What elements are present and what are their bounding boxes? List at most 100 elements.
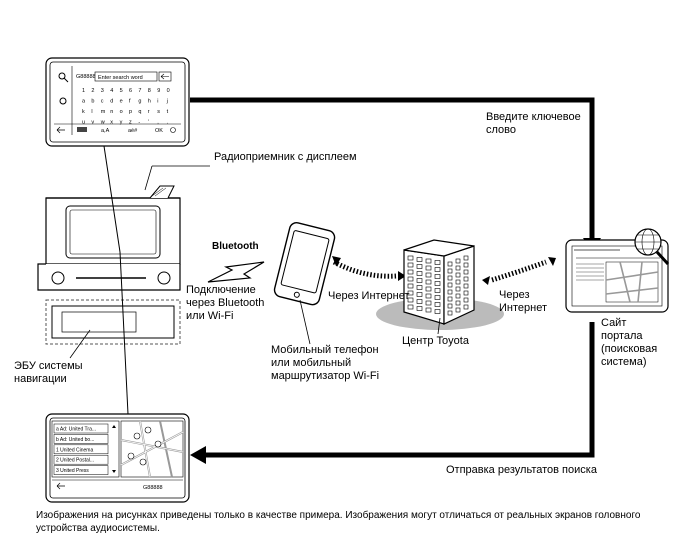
- result-row: [53, 434, 109, 444]
- building-window: [425, 286, 432, 292]
- mobile-phone: [273, 222, 336, 306]
- portal-site-label: Сайт портала (поисковая система): [601, 317, 658, 368]
- building-window: [463, 262, 469, 268]
- building-window: [416, 271, 423, 276]
- results-flow-arrowhead: [190, 446, 206, 464]
- scroll-arrow-icon: [112, 425, 116, 428]
- building-window: [407, 262, 414, 268]
- building-window: [463, 283, 469, 289]
- keyboard-key: s: [157, 109, 160, 115]
- keyboard-key: u: [82, 120, 85, 126]
- keyboard-key: v: [91, 120, 94, 126]
- keyboard-key: b: [91, 99, 94, 105]
- result-row: [53, 444, 109, 455]
- corner-icon: [170, 127, 176, 133]
- building-window: [407, 304, 414, 310]
- keyboard-key: o: [120, 109, 123, 115]
- keyboard-key: q: [138, 109, 141, 115]
- building-window: [455, 300, 461, 306]
- building-window: [407, 290, 414, 296]
- keyboard-key: 6: [129, 88, 132, 94]
- phone-wave-link: [332, 256, 406, 281]
- building-window: [434, 302, 441, 307]
- toyota-label-leader: [437, 317, 441, 335]
- footnote: Изображения на рисунках приведены только…: [36, 510, 641, 534]
- keyboard-connector: [103, 145, 121, 253]
- via-internet-right-label: Через Интернет: [499, 289, 547, 314]
- building-window: [447, 275, 453, 281]
- building-window: [434, 274, 441, 279]
- ecu-label-leader: [69, 329, 91, 359]
- building-window: [455, 272, 461, 278]
- ok-key: OK: [155, 128, 163, 134]
- space-key: [77, 127, 87, 132]
- building-window: [407, 269, 414, 275]
- left-knob: [51, 271, 65, 285]
- toyota-center-label: Центр Toyota: [402, 335, 469, 347]
- building-window: [463, 304, 469, 310]
- keyboard-key: w: [100, 120, 105, 126]
- building-window: [434, 288, 441, 293]
- building-windows: [407, 255, 469, 316]
- building-window: [425, 293, 432, 299]
- building-window: [425, 258, 432, 264]
- search-field: [94, 71, 158, 82]
- keyboard-key: g: [138, 99, 141, 105]
- settings-icon: [59, 97, 67, 105]
- keyboard-key: z: [129, 120, 132, 126]
- results-flow-line: [204, 322, 595, 458]
- building-window: [407, 297, 414, 303]
- search-results-label: Отправка результатов поиска: [446, 464, 597, 476]
- building-window: [447, 261, 453, 267]
- building-window: [463, 269, 469, 275]
- wireless-bolt-icon: [207, 261, 265, 283]
- building-window: [455, 265, 461, 271]
- building-window: [463, 276, 469, 282]
- keyboard-logo: G88888: [76, 74, 96, 80]
- keyboard-key: .: [167, 120, 169, 126]
- keyboard-key: r: [148, 109, 150, 115]
- result-item: a Ad: United Tra...: [56, 427, 96, 433]
- building-window: [416, 306, 423, 311]
- building-window: [416, 292, 423, 297]
- keyboard-key: -: [138, 120, 140, 126]
- result-row: [53, 423, 109, 434]
- keyboard-key: k: [82, 109, 85, 115]
- building-window: [434, 260, 441, 265]
- results-list: a Ad: United Tra...b Ad: United bo...1 U…: [53, 423, 116, 475]
- building-window: [434, 267, 441, 272]
- keyboard-key: l: [91, 109, 92, 115]
- building-window: [455, 293, 461, 299]
- building-window: [425, 307, 432, 313]
- building-window: [447, 303, 453, 309]
- keyboard-key: i: [157, 99, 158, 105]
- building-window: [425, 279, 432, 285]
- building-window: [416, 285, 423, 290]
- building-window: [416, 278, 423, 283]
- building-window: [425, 272, 432, 278]
- results-screen: a Ad: United Tra...b Ad: United bo...1 U…: [45, 413, 190, 503]
- keyboard-key: y: [120, 120, 123, 126]
- enter-keyword-label: Введите ключевое слово: [486, 111, 581, 136]
- via-internet-left-label: Через Интернет: [328, 290, 410, 302]
- search-icon: [58, 72, 66, 80]
- results-logo: G88888: [143, 485, 163, 491]
- keyboard-key: ,: [157, 120, 159, 126]
- result-item: 2 United Postal...: [56, 458, 94, 464]
- symbols-key: aé#: [128, 128, 138, 134]
- building-window: [455, 258, 461, 264]
- keyword-flow-line: [190, 97, 595, 240]
- building-window: [447, 296, 453, 302]
- result-row: [53, 465, 109, 475]
- building-window: [455, 279, 461, 285]
- building-window: [416, 257, 423, 262]
- mobile-device-label: Мобильный телефон или мобильный маршрути…: [271, 344, 380, 382]
- result-item: 1 United Cinema: [56, 447, 93, 453]
- building-window: [434, 295, 441, 300]
- radio-receiver-label: Радиоприемник с дисплеем: [214, 151, 357, 163]
- building-window: [407, 276, 414, 282]
- keyboard-key: d: [110, 99, 113, 105]
